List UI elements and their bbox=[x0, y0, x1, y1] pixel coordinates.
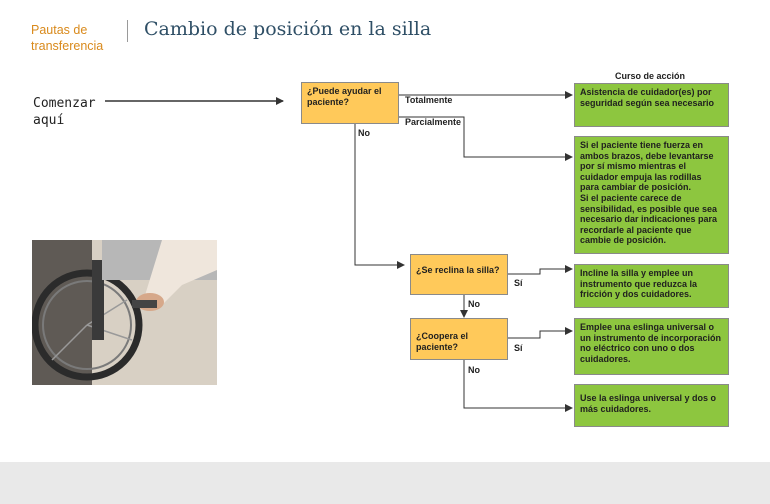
question-chair-reclines: ¿Se reclina la silla? bbox=[410, 254, 508, 295]
edge-label-no-1: No bbox=[358, 128, 370, 139]
edge-label-no-3: No bbox=[468, 365, 480, 376]
footer-bar bbox=[0, 462, 770, 504]
action-sling-two-caregivers: Use la eslinga universal y dos o más cui… bbox=[574, 384, 729, 427]
action-universal-sling: Emplee una eslinga universal o un instru… bbox=[574, 318, 729, 375]
action-caregiver-assist: Asistencia de cuidador(es) por seguridad… bbox=[574, 83, 729, 127]
action-tilt-chair: Incline la silla y emplee un instrumento… bbox=[574, 264, 729, 308]
action-partial-help-p2: Si el paciente carece de sensibilidad, e… bbox=[580, 193, 723, 246]
edge-label-no-2: No bbox=[468, 299, 480, 310]
edge-label-si-1: Sí bbox=[514, 278, 523, 289]
action-partial-help: Si el paciente tiene fuerza en ambos bra… bbox=[574, 136, 729, 254]
question-patient-cooperates: ¿Coopera el paciente? bbox=[410, 318, 508, 360]
question-can-help: ¿Puede ayudar el paciente? bbox=[301, 82, 399, 124]
edge-label-parcialmente: Parcialmente bbox=[405, 117, 461, 128]
action-heading: Curso de acción bbox=[615, 71, 685, 82]
action-partial-help-p1: Si el paciente tiene fuerza en ambos bra… bbox=[580, 140, 723, 193]
edge-label-si-2: Sí bbox=[514, 343, 523, 354]
edge-label-totalmente: Totalmente bbox=[405, 95, 452, 106]
